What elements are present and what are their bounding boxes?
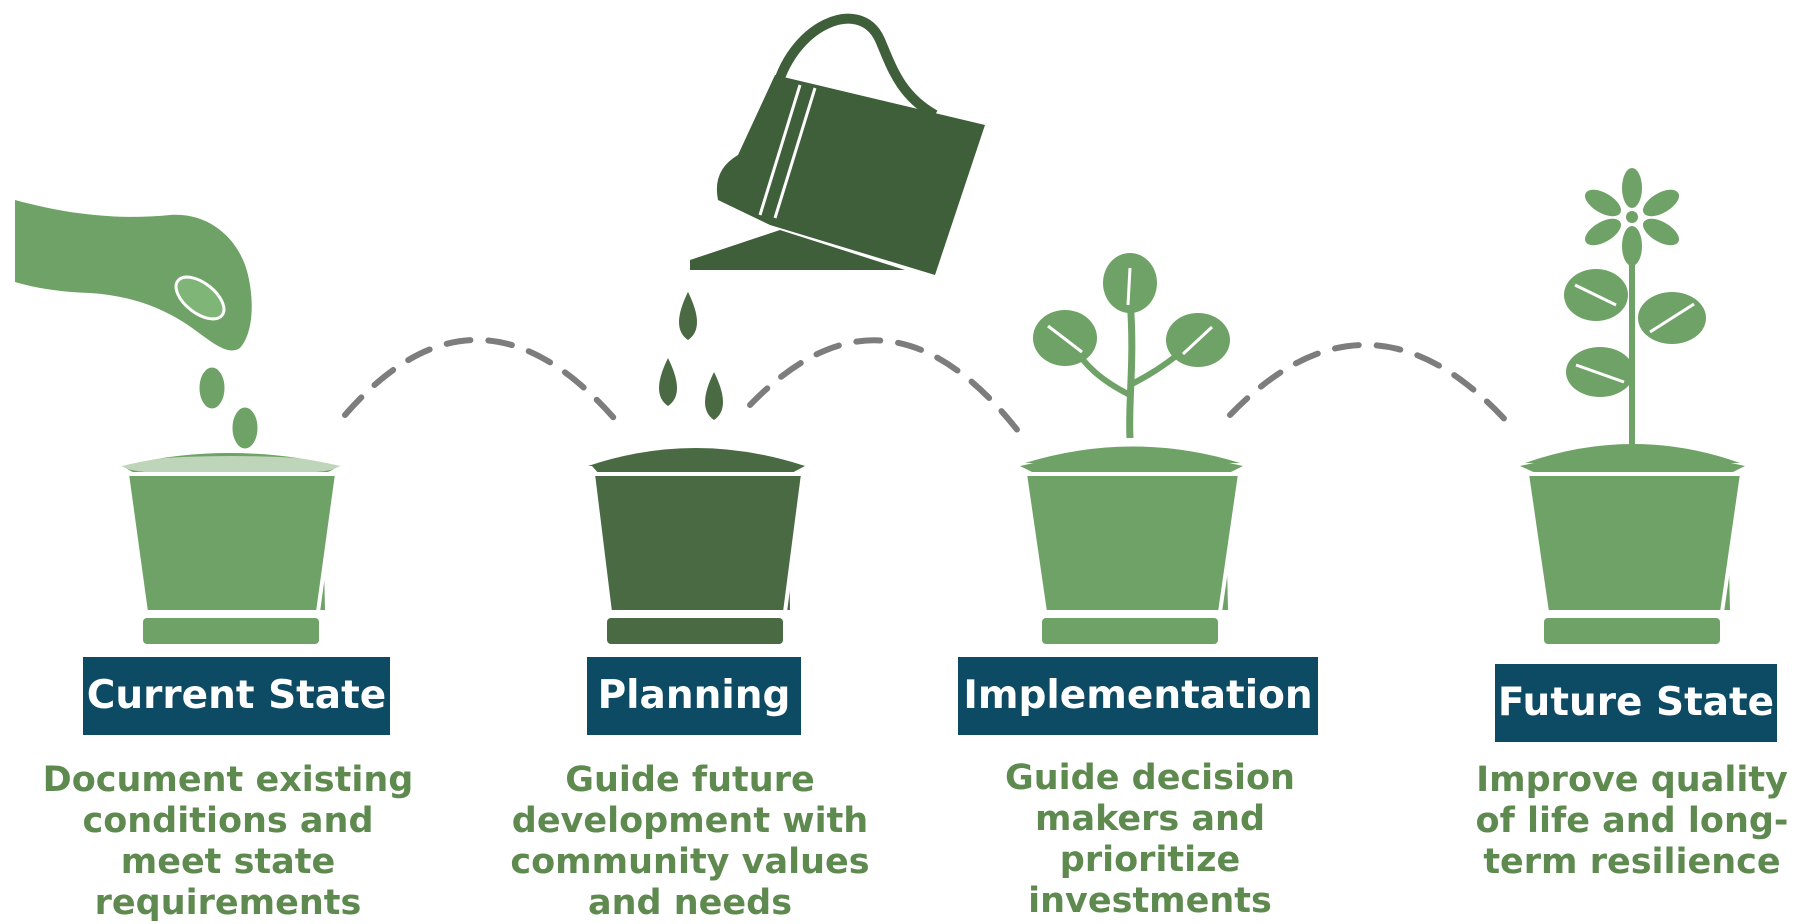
hand-icon [15, 200, 252, 351]
stage-description-planning: Guide future development with community … [510, 760, 870, 923]
hand-planting-seeds-icon [15, 200, 261, 452]
sprout-icon [1033, 253, 1230, 439]
flower-icon [1564, 168, 1706, 445]
stage-label-current-state: Current State [83, 657, 390, 735]
stage-label-planning: Planning [587, 657, 801, 735]
falling-seed-2 [229, 404, 261, 452]
falling-seed-1 [196, 364, 228, 412]
stage-label-implementation: Implementation [958, 657, 1318, 735]
stage-description-current-state: Document existing conditions and meet st… [42, 760, 414, 923]
pot-4 [1520, 444, 1745, 644]
stage-description-implementation: Guide decision makers and prioritize inv… [1005, 758, 1295, 921]
water-drops-icon [659, 292, 723, 420]
stage-description-future-state: Improve quality of life and long- term r… [1475, 760, 1789, 882]
connector-arc-1 [342, 337, 623, 428]
connector-arc-2 [747, 337, 1028, 443]
stage-label-future-state: Future State [1495, 664, 1777, 742]
pot-2 [588, 448, 806, 644]
pot-1 [122, 453, 340, 644]
watering-can-icon [690, 13, 985, 275]
connector-arc-3 [1227, 342, 1513, 428]
connector-arcs [342, 337, 1513, 443]
pot-3 [1020, 446, 1243, 644]
seed-in-hand [174, 275, 226, 321]
